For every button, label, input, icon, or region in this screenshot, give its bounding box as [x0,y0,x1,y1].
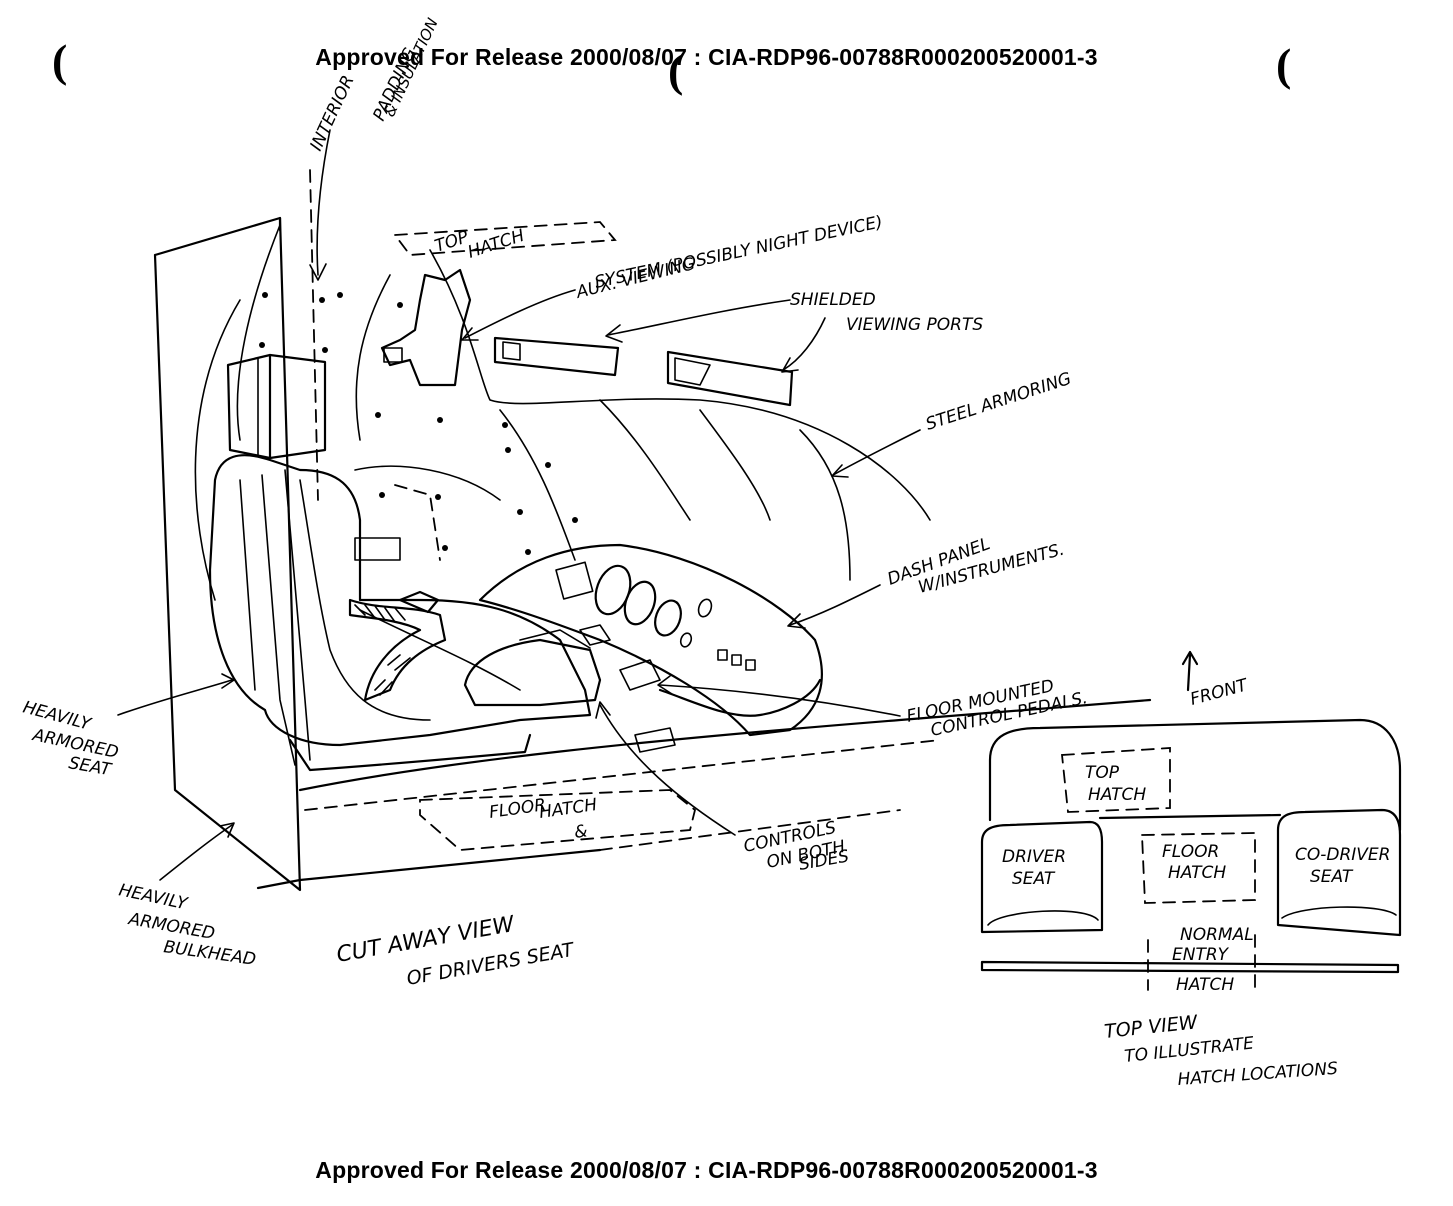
label-armored-bulkhead: HEAVILY ARMORED BULKHEAD [117,880,257,970]
aux-viewing-device [380,268,472,387]
label-driver-seat: DRIVER SEAT [1002,847,1066,889]
svg-text:DRIVER: DRIVER [1002,847,1066,867]
label-shielded-ports: SHIELDED VIEWING PORTS [790,290,983,335]
topview-floor-bar [980,960,1400,974]
svg-text:SYSTEM (POSSIBLY NIGHT DEVICE): SYSTEM (POSSIBLY NIGHT DEVICE) [593,212,885,293]
callout-arrows [117,129,921,881]
label-cutaway-caption: CUT AWAY VIEW OF DRIVERS SEAT [335,912,577,990]
release-stamp-top: Approved For Release 2000/08/07 : CIA-RD… [315,44,1098,70]
svg-text:ENTRY: ENTRY [1172,945,1230,965]
dash-panel [478,543,823,737]
label-interior: INTERIOR [306,72,358,154]
svg-text:SEAT: SEAT [1310,867,1354,887]
interior-wall-curves [194,224,931,601]
label-floor-pedals: FLOOR MOUNTED CONTROL PEDALS. [905,676,1089,741]
svg-text:FLOOR: FLOOR [1162,842,1219,862]
top-view-diagram [980,650,1402,991]
svg-text:HATCH: HATCH [1176,975,1234,995]
svg-text:&: & [573,821,589,843]
top-hatch-outline [393,221,617,256]
svg-text:HATCH: HATCH [465,226,527,263]
label-front: FRONT [1188,675,1251,710]
svg-text:HATCH: HATCH [538,795,599,823]
control-console [463,629,602,707]
svg-text:SHIELDED: SHIELDED [790,290,876,310]
punch-mark-center: ( [668,45,684,96]
topview-codriver-seat [1276,808,1402,937]
svg-text:HATCH: HATCH [1088,785,1146,805]
label-interior-padding: INTERIOR PADDING & INSULATION [306,15,441,154]
topview-floor-hatch [1141,832,1256,904]
label-dash-panel: DASH PANEL W/INSTRUMENTS. [885,534,1067,598]
label-topview-top-hatch: TOP HATCH [1085,763,1146,805]
svg-text:VIEWING PORTS: VIEWING PORTS [846,315,983,335]
front-arrow [1186,653,1192,692]
seat-headrest [226,353,327,460]
dashed-pillar [309,169,319,501]
armored-seat [208,454,592,766]
punch-mark-left: ( [52,35,68,86]
topview-top-hatch [1061,747,1171,813]
release-stamp-bottom: Approved For Release 2000/08/07 : CIA-RD… [315,1157,1098,1183]
svg-text:TOP: TOP [1085,763,1120,783]
shielded-viewing-port-2 [666,350,794,407]
floor-edge [256,698,1152,890]
floor-hatch-outline [419,789,697,851]
label-topview-floor-hatch: FLOOR HATCH [1162,842,1226,883]
punch-mark-right: ( [1276,39,1292,90]
shielded-viewing-port-1 [493,336,620,377]
label-floor-hatch: FLOOR HATCH & [488,795,599,843]
label-insulation: & INSULATION [380,15,441,119]
dashed-frame [394,484,441,561]
label-armored-seat: HEAVILY ARMORED SEAT [21,698,121,781]
svg-text:HATCH: HATCH [1168,863,1226,883]
svg-text:NORMAL: NORMAL [1180,925,1254,945]
seat-base [288,733,532,772]
topview-driver-seat [980,820,1104,934]
control-pedals [579,624,676,753]
label-steel-armoring: STEEL ARMORING [923,369,1074,435]
seat-harness [348,590,447,702]
label-topview-caption: TOP VIEW TO ILLUSTRATE HATCH LOCATIONS [1103,1011,1338,1090]
rivet-dots [259,292,578,555]
armored-bulkhead-wall [153,216,302,892]
label-normal-entry: NORMAL ENTRY HATCH [1172,925,1254,995]
svg-text:HEAVILY: HEAVILY [117,880,190,914]
label-controls: CONTROLS ON BOTH SIDES [742,818,851,875]
svg-text:TOP VIEW: TOP VIEW [1103,1011,1199,1043]
svg-text:HATCH LOCATIONS: HATCH LOCATIONS [1177,1059,1339,1090]
svg-text:SEAT: SEAT [1012,869,1056,889]
vehicle-outline [988,718,1402,832]
svg-text:CO-DRIVER: CO-DRIVER [1295,845,1390,865]
label-codriver-seat: CO-DRIVER SEAT [1295,845,1390,887]
